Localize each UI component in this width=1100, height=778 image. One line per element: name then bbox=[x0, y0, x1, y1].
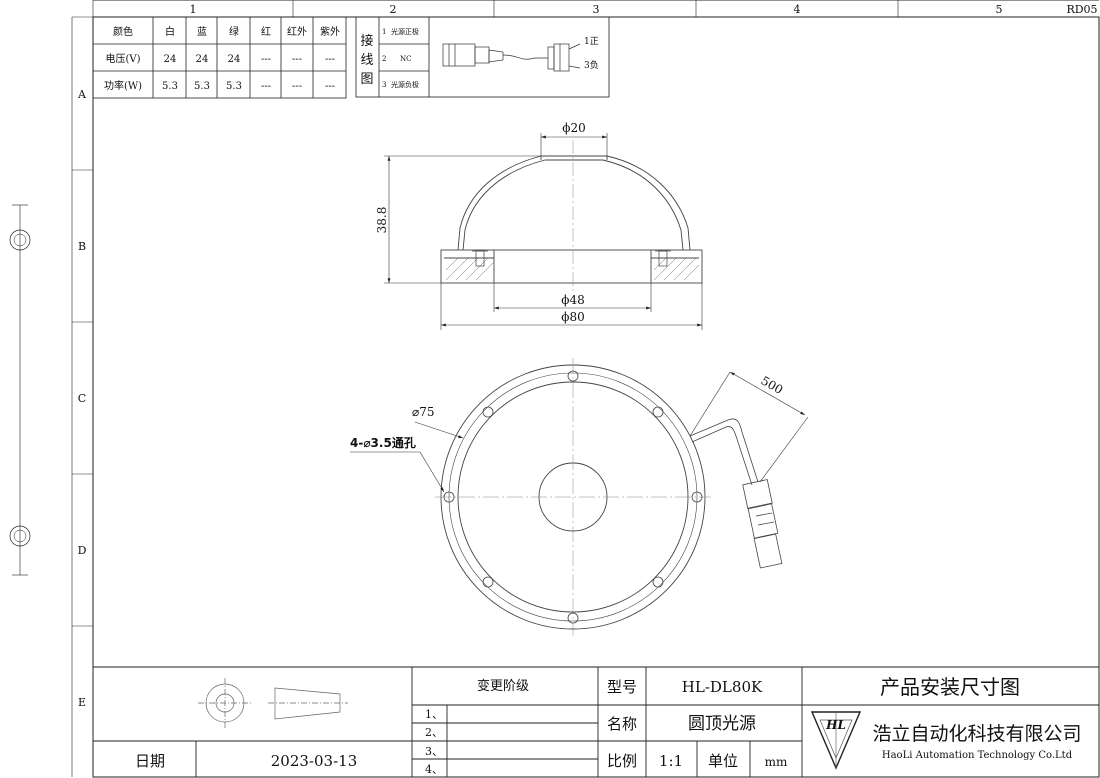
spec-voltage-blue: 24 bbox=[196, 54, 209, 65]
row-label-b: B bbox=[78, 240, 86, 253]
cable bbox=[689, 418, 783, 569]
spec-header-color: 颜色 bbox=[113, 25, 133, 38]
scale-value: 1:1 bbox=[659, 752, 683, 770]
pin-2-num: 2 bbox=[382, 55, 386, 63]
change-1: 1、 bbox=[425, 708, 443, 721]
scale-label: 比例 bbox=[607, 752, 637, 770]
dim-top-diameter: ϕ20 bbox=[562, 121, 585, 135]
wiring-title-2: 线 bbox=[360, 53, 373, 68]
spec-voltage-ultraviolet: --- bbox=[325, 54, 335, 65]
column-label-5: 5 bbox=[996, 3, 1003, 16]
top-view: ⌀75 4-⌀3.5通孔 500 bbox=[350, 358, 809, 636]
spec-header-ultraviolet: 紫外 bbox=[320, 26, 340, 38]
row-labels: A B C D E bbox=[77, 88, 87, 709]
wiring-title-1: 接 bbox=[360, 33, 373, 49]
spec-power-red: --- bbox=[261, 81, 271, 92]
wiring-title-3: 图 bbox=[360, 72, 373, 87]
spec-power-infrared: --- bbox=[292, 81, 302, 92]
model-label: 型号 bbox=[607, 678, 637, 696]
spec-power-white: 5.3 bbox=[162, 81, 178, 92]
wiring-diagram: 接 线 图 1 光源正极 2 NC 3 光源负极 1正 3负 bbox=[355, 16, 610, 98]
spec-power-label: 功率(W) bbox=[104, 79, 142, 92]
spec-table: 颜色 白 蓝 绿 红 红外 紫外 电压(V) 24 24 24 --- --- … bbox=[92, 16, 347, 99]
change-3: 3、 bbox=[425, 745, 443, 758]
pin-3-label: 光源负极 bbox=[391, 80, 419, 89]
row-label-e: E bbox=[78, 696, 86, 709]
spec-header-green: 绿 bbox=[229, 25, 239, 38]
row-label-c: C bbox=[78, 392, 86, 405]
dim-inner-diameter: ϕ48 bbox=[561, 293, 584, 307]
dim-holes: 4-⌀3.5通孔 bbox=[350, 435, 416, 450]
date-label: 日期 bbox=[135, 752, 165, 770]
dim-outer-diameter: ϕ80 bbox=[561, 310, 584, 324]
pin-2-label: NC bbox=[400, 55, 411, 63]
spec-voltage-green: 24 bbox=[228, 54, 241, 65]
pin-1-num: 1 bbox=[382, 28, 386, 36]
spec-header-red: 红 bbox=[261, 25, 271, 38]
spec-power-green: 5.3 bbox=[226, 81, 242, 92]
pin-3-num: 3 bbox=[382, 81, 386, 89]
mounting-holes bbox=[443, 370, 703, 624]
sheet-frame bbox=[9, 0, 1100, 778]
spec-voltage-red: --- bbox=[261, 54, 271, 65]
column-labels: 1 2 3 4 5 RD05 bbox=[190, 3, 1098, 16]
name-value: 圆顶光源 bbox=[688, 714, 756, 734]
column-label-2: 2 bbox=[390, 3, 397, 16]
date-value: 2023-03-13 bbox=[271, 752, 357, 770]
projection-symbol bbox=[198, 678, 348, 728]
unit-label: 单位 bbox=[708, 752, 738, 770]
row-label-d: D bbox=[78, 544, 87, 557]
company-name-cn: 浩立自动化科技有限公司 bbox=[872, 723, 1081, 745]
connector-label-negative: 3负 bbox=[584, 59, 599, 71]
row-label-a: A bbox=[77, 88, 87, 101]
dim-height: 38.8 bbox=[375, 207, 389, 234]
dim-pcd: ⌀75 bbox=[412, 405, 435, 419]
spec-voltage-label: 电压(V) bbox=[105, 52, 140, 65]
name-label: 名称 bbox=[607, 715, 637, 733]
company-name-en: HaoLi Automation Technology Co.Ltd bbox=[882, 750, 1073, 761]
pin-1-label: 光源正极 bbox=[391, 27, 419, 36]
spec-power-blue: 5.3 bbox=[194, 81, 210, 92]
column-label-4: 4 bbox=[794, 3, 801, 16]
title-block: 变更阶级 1、 2、 3、 4、 日期 2023-03-13 型号 HL-DL8… bbox=[93, 666, 1099, 777]
side-view: ϕ20 38.8 ϕ48 ϕ80 bbox=[375, 121, 703, 330]
spec-voltage-infrared: --- bbox=[292, 54, 302, 65]
column-label-1: 1 bbox=[190, 3, 197, 16]
connector-graphic bbox=[442, 43, 581, 72]
spec-header-blue: 蓝 bbox=[197, 26, 207, 38]
spec-header-white: 白 bbox=[165, 25, 175, 38]
change-2: 2、 bbox=[425, 726, 443, 739]
spec-header-infrared: 红外 bbox=[287, 25, 307, 38]
drawing-title: 产品安装尺寸图 bbox=[880, 675, 1020, 699]
change-4: 4、 bbox=[425, 763, 443, 776]
company-logo: HL bbox=[810, 711, 862, 770]
spec-power-ultraviolet: --- bbox=[325, 81, 335, 92]
model-value: HL-DL80K bbox=[682, 678, 763, 696]
column-label-3: 3 bbox=[593, 3, 600, 16]
dim-cable-length: 500 bbox=[759, 373, 786, 397]
spec-voltage-white: 24 bbox=[164, 54, 177, 65]
logo-text: HL bbox=[825, 718, 846, 732]
unit-value: mm bbox=[765, 755, 788, 769]
connector-label-positive: 1正 bbox=[584, 37, 599, 47]
drawing-code: RD05 bbox=[1066, 3, 1097, 16]
change-level-label: 变更阶级 bbox=[477, 678, 529, 694]
